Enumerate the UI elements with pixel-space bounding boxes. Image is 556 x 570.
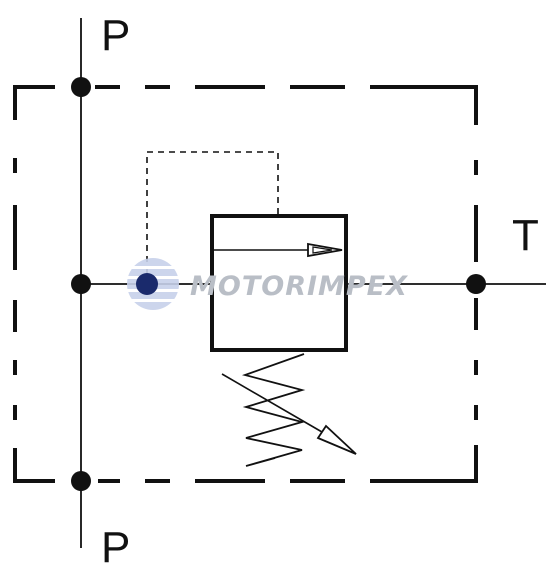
watermark-logo: MOTORIMPEX <box>127 258 408 310</box>
adjustment-arrow-shaft <box>221 373 323 433</box>
junction-dot-top <box>71 77 91 97</box>
valve-body-box <box>210 214 348 352</box>
junction-dots <box>71 77 486 491</box>
flow-arrow-head <box>307 242 343 258</box>
globe-icon <box>127 258 179 310</box>
pilot-line-dashed <box>146 151 279 284</box>
spring-icon <box>241 353 306 467</box>
junction-dot-bottom <box>71 471 91 491</box>
port-label-t-right: T <box>512 211 539 260</box>
flow-arrow-head-inner <box>312 246 333 254</box>
enclosure-top-right-corner <box>370 85 478 125</box>
enclosure-bottom-left-corner <box>13 448 55 483</box>
enclosure-top-left-corner <box>13 85 55 120</box>
junction-dot-middle <box>71 274 91 294</box>
port-label-p-top: P <box>101 11 130 60</box>
valve-enclosure-dashed-border <box>13 85 478 483</box>
watermark-brand-text: MOTORIMPEX <box>190 271 408 302</box>
port-label-p-bottom: P <box>101 523 130 570</box>
adjustment-arrow-head <box>316 424 357 455</box>
enclosure-bottom-right-corner <box>370 445 478 483</box>
junction-dot-right <box>466 274 486 294</box>
